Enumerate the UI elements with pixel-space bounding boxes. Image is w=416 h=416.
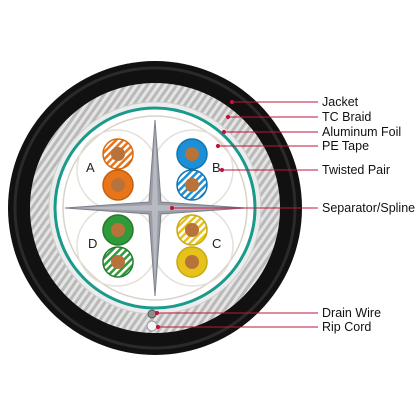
pair-letter-a: A [86,160,95,175]
pair-letter-c: C [212,236,221,251]
drain-wire [147,309,157,319]
label-tc-braid: TC Braid [322,110,372,124]
label-separator-spline: Separator/Spline [322,201,416,215]
leader-lines [154,99,318,330]
copper-core [185,223,199,237]
separator-spline-highlight [72,126,238,290]
copper-core [111,223,125,237]
copper-core [111,178,125,192]
pair-c [176,214,208,278]
label-aluminum-foil: Aluminum Foil [322,125,402,139]
label-twisted-pair: Twisted Pair [322,163,391,177]
pair-letter-b: B [212,160,221,175]
label-rip-cord: Rip Cord [322,320,372,334]
label-pe-tape: PE Tape [322,139,370,153]
copper-core [111,255,125,269]
copper-core [111,147,125,161]
rip-cord [146,320,158,332]
label-jacket: Jacket [322,95,359,109]
pair-letter-d: D [88,236,97,251]
label-drain-wire: Drain Wire [322,306,382,320]
pair-d [102,214,134,278]
pair-b [176,138,208,201]
pair-a [102,138,134,201]
copper-core [185,147,199,161]
copper-core [185,178,199,192]
copper-core [185,255,199,269]
